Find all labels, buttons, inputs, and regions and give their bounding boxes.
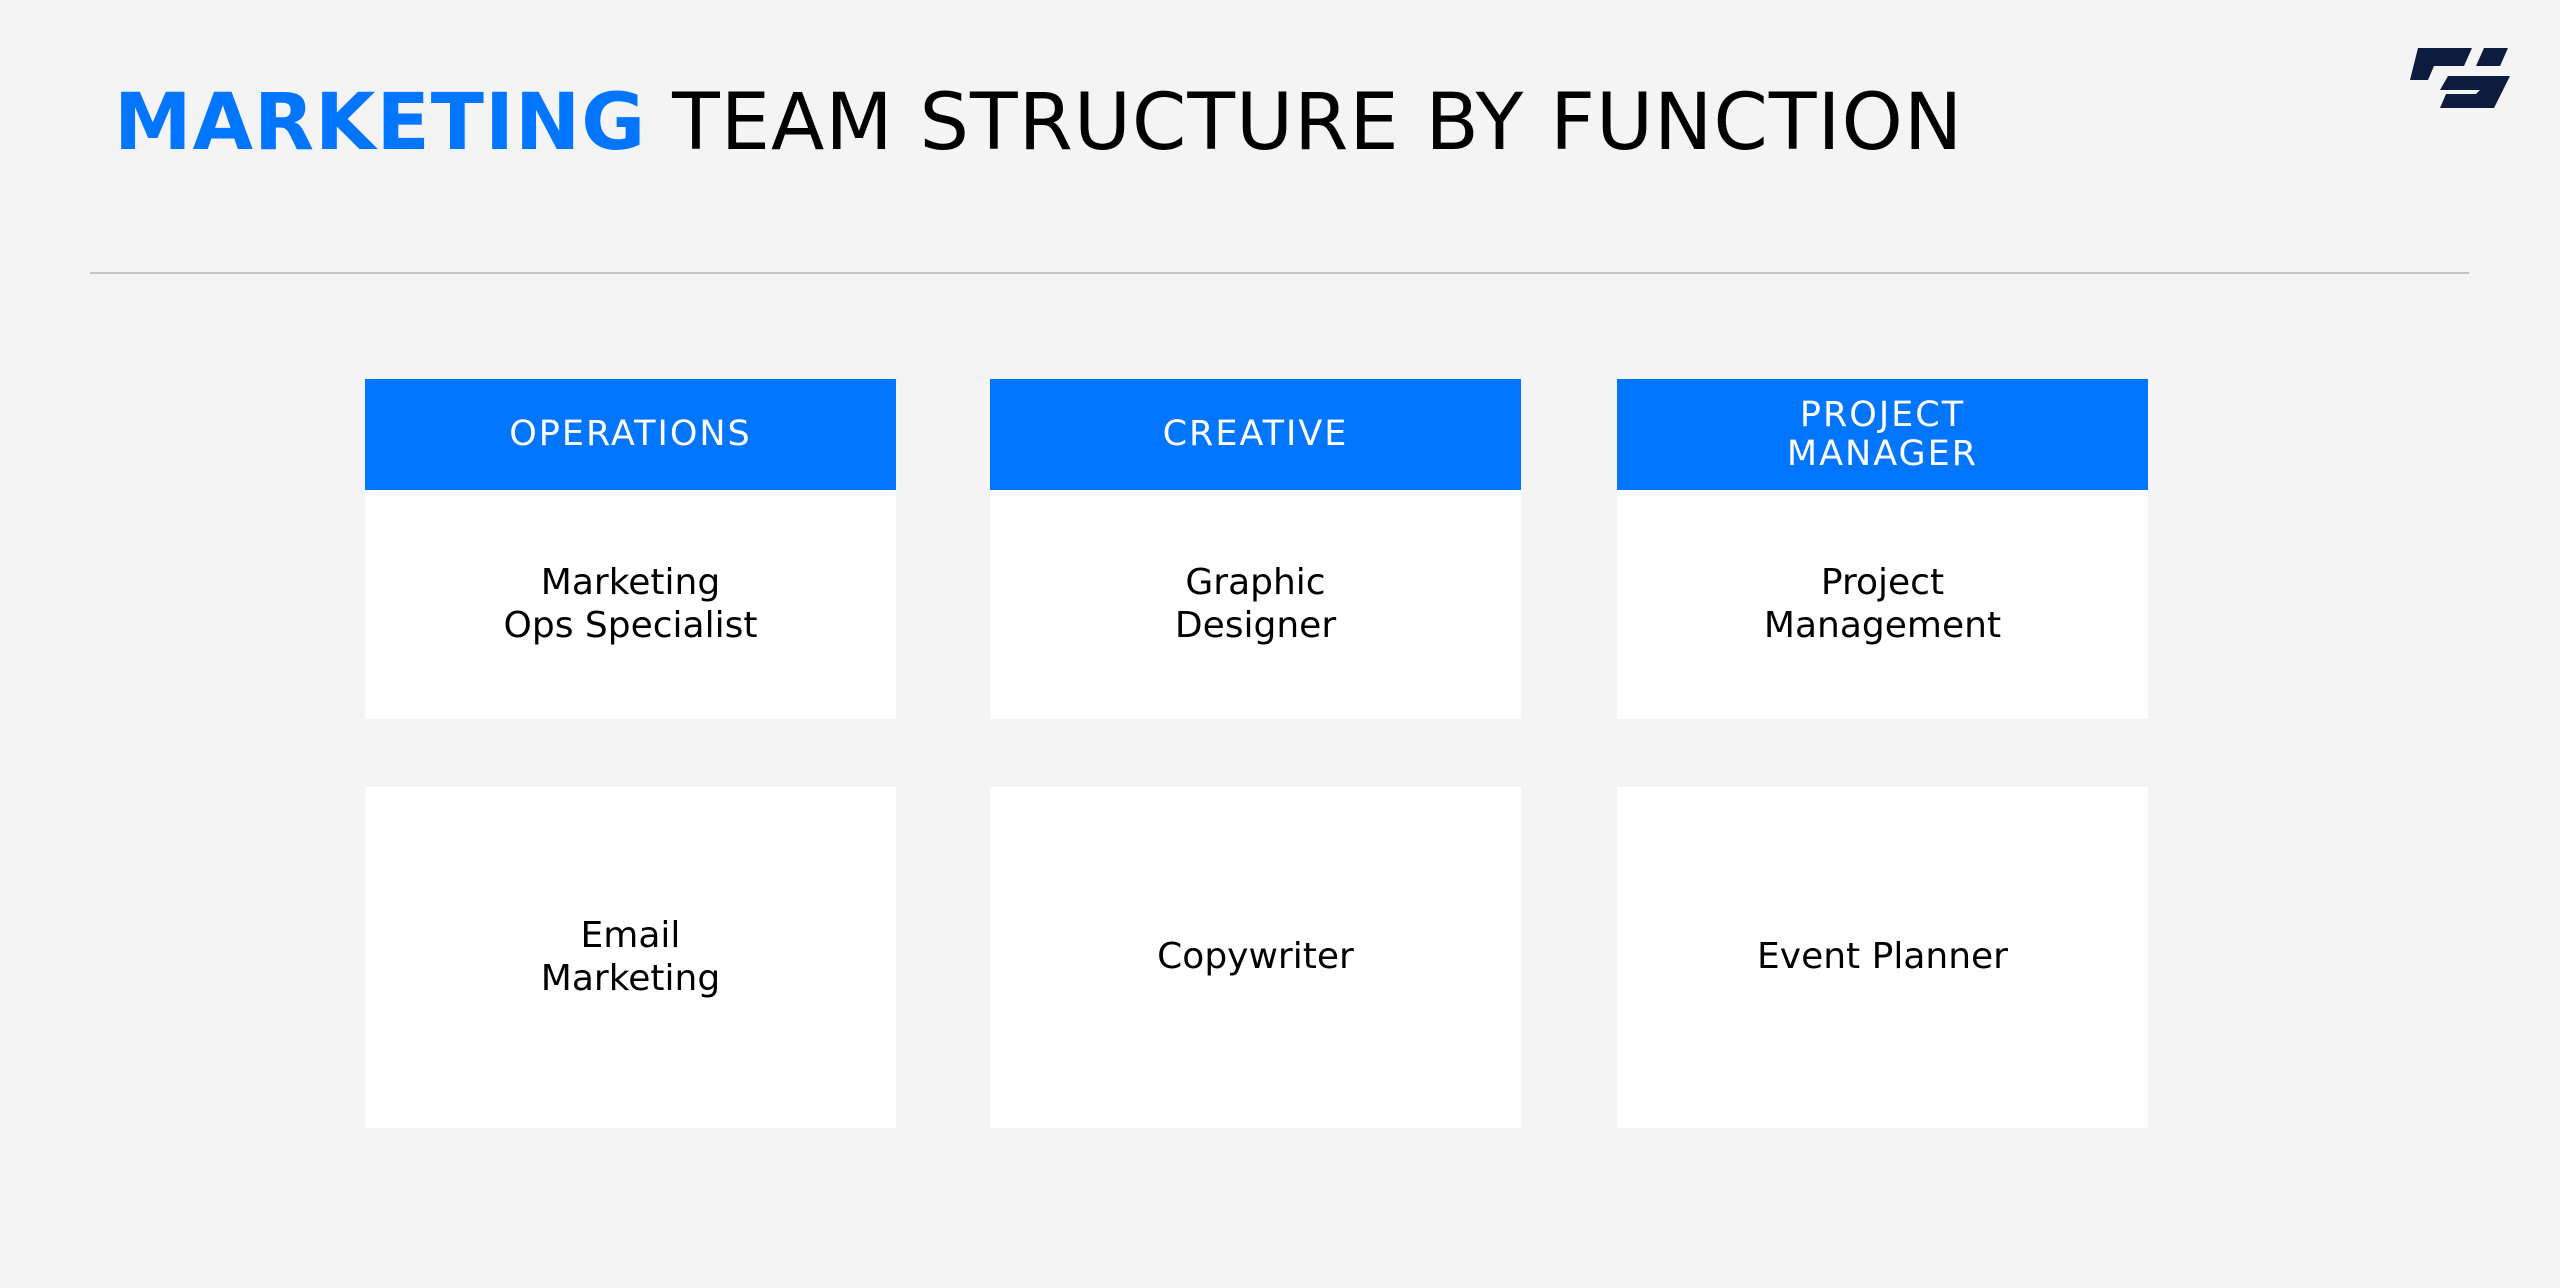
role-card: Event Planner [1617,787,2148,1128]
role-label: Marketing Ops Specialist [503,562,758,646]
column-header: PROJECT MANAGER [1617,379,2148,490]
title-accent: MARKETING [114,78,647,168]
page-title: MARKETING TEAM STRUCTURE BY FUNCTION [114,84,1963,162]
role-label: Event Planner [1757,936,2008,978]
role-card: Email Marketing [365,787,896,1128]
role-card: Marketing Ops Specialist [365,490,896,719]
function-column-project-manager: PROJECT MANAGER Project Management Event… [1617,379,2148,1128]
column-header: OPERATIONS [365,379,896,490]
role-label: Project Management [1763,562,2002,646]
role-card: Graphic Designer [990,490,1521,719]
column-header-label: PROJECT MANAGER [1786,395,1979,474]
function-column-creative: CREATIVE Graphic Designer Copywriter [990,379,1521,1128]
title-divider [90,272,2469,274]
role-label: Graphic Designer [1174,562,1337,646]
brand-logo-icon [2410,48,2510,108]
role-card: Copywriter [990,787,1521,1128]
role-label: Email Marketing [540,915,721,999]
title-rest: TEAM STRUCTURE BY FUNCTION [672,78,1964,168]
column-header: CREATIVE [990,379,1521,490]
function-column-operations: OPERATIONS Marketing Ops Specialist Emai… [365,379,896,1128]
role-label: Copywriter [1157,936,1354,978]
role-card: Project Management [1617,490,2148,719]
